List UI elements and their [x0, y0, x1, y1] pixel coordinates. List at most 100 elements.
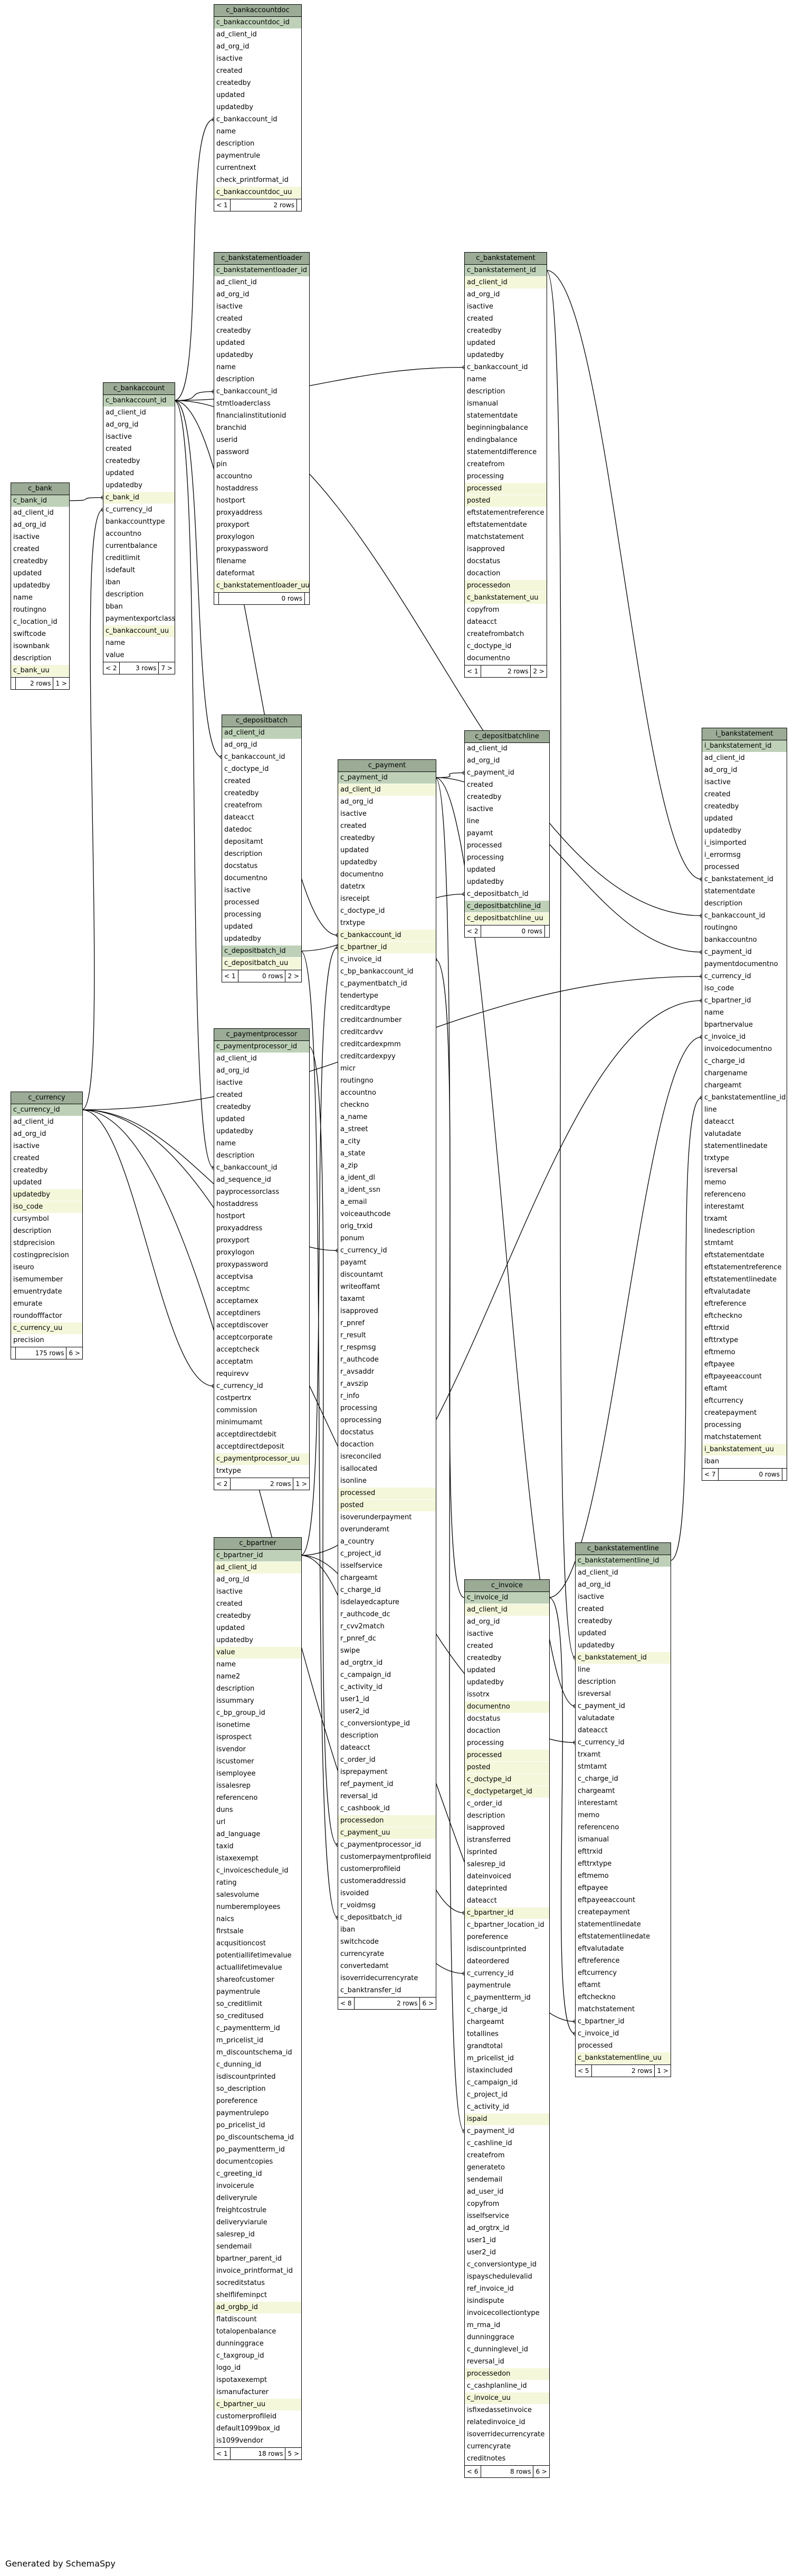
column-row[interactable]: ad_client_id: [214, 277, 309, 289]
column-row[interactable]: paymentexportclass: [103, 613, 175, 625]
column-row[interactable]: posted: [465, 495, 547, 507]
column-row[interactable]: processing: [465, 471, 547, 483]
column-row[interactable]: eftstatementreference: [465, 507, 547, 519]
column-row[interactable]: reversal_id: [338, 1791, 436, 1803]
column-row[interactable]: isonetime: [214, 1720, 301, 1732]
column-row[interactable]: duns: [214, 1805, 301, 1817]
column-row[interactable]: updated: [214, 1114, 309, 1126]
column-row[interactable]: isfixedassetinvoice: [465, 2405, 549, 2417]
column-row[interactable]: c_paymentprocessor_uu: [214, 1453, 309, 1465]
column-row[interactable]: posted: [465, 1762, 549, 1774]
column-row[interactable]: eftstatementlinedate: [576, 1931, 671, 1943]
column-row[interactable]: stdprecision: [11, 1238, 82, 1250]
column-row[interactable]: isapproved: [465, 544, 547, 556]
column-row[interactable]: description: [103, 589, 175, 601]
column-row[interactable]: filename: [214, 556, 309, 568]
column-row[interactable]: c_bankstatement_id: [702, 874, 787, 886]
column-row[interactable]: updatedby: [338, 857, 436, 869]
column-row[interactable]: eftamt: [576, 1980, 671, 1992]
column-row[interactable]: eftpayeeaccount: [702, 1371, 787, 1383]
column-row[interactable]: matchstatement: [465, 532, 547, 544]
column-row[interactable]: eftmemo: [576, 1870, 671, 1883]
column-row[interactable]: updated: [11, 568, 69, 580]
column-row[interactable]: ad_orgbp_id: [214, 2302, 301, 2314]
column-row[interactable]: isactive: [702, 777, 787, 789]
column-row[interactable]: memo: [576, 1810, 671, 1822]
column-row[interactable]: endingbalance: [465, 435, 547, 447]
column-row[interactable]: c_campaign_id: [465, 2077, 549, 2089]
column-row[interactable]: firstsale: [214, 1926, 301, 1938]
column-row[interactable]: ad_client_id: [214, 1053, 309, 1065]
column-row[interactable]: paymentrule: [465, 1980, 549, 1992]
column-row[interactable]: ad_org_id: [222, 739, 301, 751]
column-row[interactable]: eftcheckno: [702, 1310, 787, 1323]
column-row[interactable]: ad_org_id: [465, 289, 547, 301]
column-row[interactable]: c_cashbook_id: [338, 1803, 436, 1815]
column-row[interactable]: hostport: [214, 495, 309, 507]
column-row[interactable]: c_payment_id: [338, 772, 436, 784]
column-row[interactable]: depositamt: [222, 836, 301, 848]
column-row[interactable]: r_voidmsg: [338, 1900, 436, 1912]
column-row[interactable]: chargename: [702, 1068, 787, 1080]
column-row[interactable]: isreceipt: [338, 893, 436, 905]
column-row[interactable]: updated: [222, 921, 301, 933]
column-row[interactable]: rating: [214, 1877, 301, 1889]
table-title[interactable]: c_bpartner: [214, 1538, 301, 1550]
column-row[interactable]: description: [11, 1226, 82, 1238]
column-row[interactable]: so_description: [214, 2083, 301, 2096]
column-row[interactable]: docaction: [338, 1439, 436, 1451]
column-row[interactable]: efttrxtype: [702, 1335, 787, 1347]
column-row[interactable]: a_state: [338, 1148, 436, 1160]
column-row[interactable]: eftstatementdate: [702, 1250, 787, 1262]
column-row[interactable]: c_bankaccount_id: [222, 751, 301, 764]
column-row[interactable]: ad_org_id: [576, 1579, 671, 1591]
column-row[interactable]: statementdate: [702, 886, 787, 898]
column-row[interactable]: isactive: [465, 804, 549, 816]
column-row[interactable]: ispotaxexempt: [214, 2375, 301, 2387]
column-row[interactable]: emurate: [11, 1298, 82, 1310]
column-row[interactable]: c_invoiceschedule_id: [214, 1865, 301, 1877]
column-row[interactable]: logo_id: [214, 2362, 301, 2375]
column-row[interactable]: acceptatm: [214, 1356, 309, 1368]
column-row[interactable]: discountamt: [338, 1269, 436, 1281]
column-row[interactable]: c_paymentprocessor_id: [338, 1839, 436, 1851]
column-row[interactable]: acceptdirectdeposit: [214, 1441, 309, 1453]
column-row[interactable]: minimumamt: [214, 1417, 309, 1429]
column-row[interactable]: proxyport: [214, 1235, 309, 1247]
column-row[interactable]: c_bpartner_id: [338, 942, 436, 954]
column-row[interactable]: chargeamt: [702, 1080, 787, 1092]
column-row[interactable]: so_creditused: [214, 2011, 301, 2023]
column-row[interactable]: trxtype: [214, 1465, 309, 1478]
column-row[interactable]: trxtype: [338, 918, 436, 930]
table-title[interactable]: c_bankstatementloader: [214, 253, 309, 265]
column-row[interactable]: isemumember: [11, 1274, 82, 1286]
column-row[interactable]: sendemail: [465, 2174, 549, 2186]
column-row[interactable]: eftstatementdate: [465, 519, 547, 532]
column-row[interactable]: creditcardvv: [338, 1027, 436, 1039]
column-row[interactable]: isreversal: [702, 1165, 787, 1177]
column-row[interactable]: documentno: [222, 873, 301, 885]
column-row[interactable]: isactive: [103, 431, 175, 443]
column-row[interactable]: proxypassword: [214, 1259, 309, 1271]
column-row[interactable]: c_bpartner_id: [465, 1907, 549, 1919]
column-row[interactable]: ad_client_id: [103, 407, 175, 419]
table-title[interactable]: c_invoice: [465, 1580, 549, 1592]
column-row[interactable]: proxypassword: [214, 544, 309, 556]
column-row[interactable]: created: [11, 1153, 82, 1165]
column-row[interactable]: processed: [338, 1488, 436, 1500]
column-row[interactable]: bankaccounttype: [103, 516, 175, 528]
column-row[interactable]: chargeamt: [465, 2017, 549, 2029]
column-row[interactable]: eftcurrency: [702, 1395, 787, 1407]
column-row[interactable]: routingno: [702, 922, 787, 934]
column-row[interactable]: c_cashplanline_id: [465, 2380, 549, 2392]
column-row[interactable]: trxamt: [702, 1213, 787, 1226]
column-row[interactable]: c_currency_uu: [11, 1323, 82, 1335]
column-row[interactable]: name: [11, 592, 69, 604]
column-row[interactable]: created: [338, 821, 436, 833]
column-row[interactable]: ad_org_id: [214, 1574, 301, 1586]
column-row[interactable]: description: [214, 374, 309, 386]
column-row[interactable]: eftamt: [702, 1383, 787, 1395]
column-row[interactable]: interestamt: [576, 1798, 671, 1810]
